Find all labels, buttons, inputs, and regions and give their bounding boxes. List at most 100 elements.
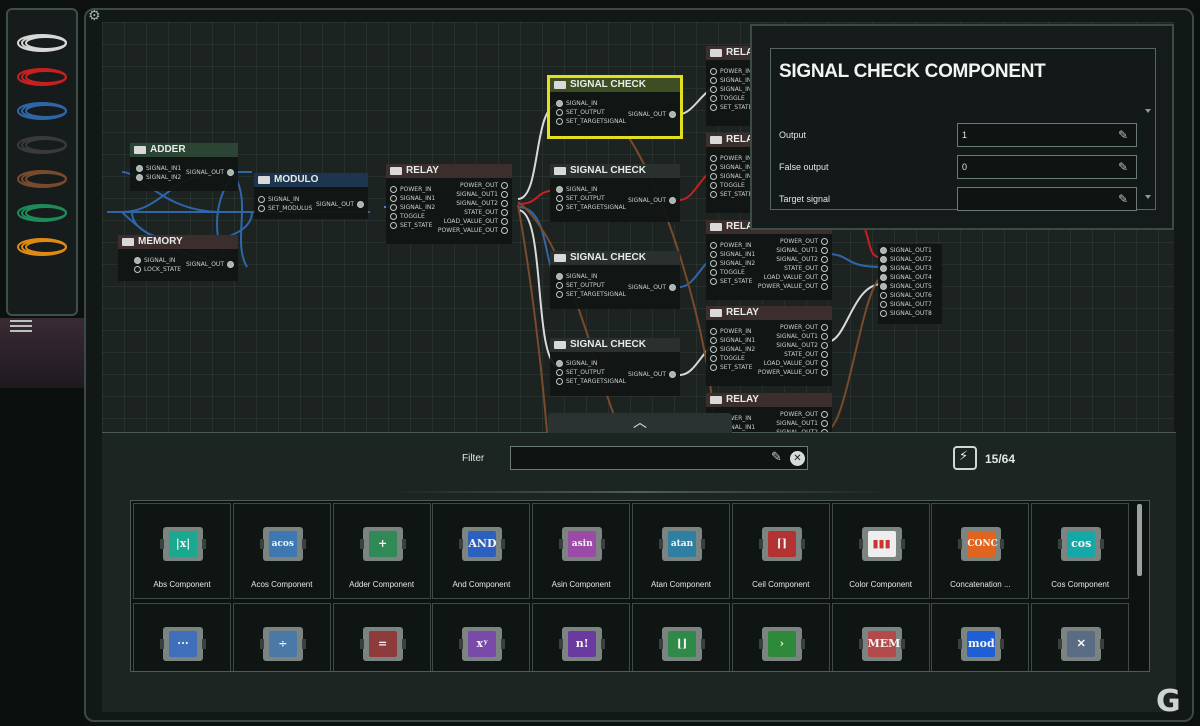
- signal-check-header[interactable]: SIGNAL CHECK: [550, 164, 680, 178]
- port-dot[interactable]: [556, 118, 563, 125]
- red-wire[interactable]: [12, 62, 72, 92]
- port-dot[interactable]: [821, 429, 828, 432]
- port-dot[interactable]: [710, 86, 717, 93]
- port-set-state[interactable]: SET_STATE: [710, 278, 752, 285]
- modulo-node-header[interactable]: MODULO: [254, 173, 368, 187]
- port-dot[interactable]: [880, 310, 887, 317]
- relay-node-header[interactable]: RELAY: [706, 393, 832, 407]
- port-signal-out2[interactable]: SIGNAL_OUT2: [456, 200, 508, 207]
- port-signal-out1[interactable]: SIGNAL_OUT1: [776, 420, 828, 427]
- port-dot[interactable]: [821, 360, 828, 367]
- port-dot[interactable]: [821, 265, 828, 272]
- port-dot[interactable]: [501, 218, 508, 225]
- port-dot[interactable]: [136, 165, 143, 172]
- port-signal-out5[interactable]: SIGNAL_OUT5: [880, 283, 932, 290]
- port-dot[interactable]: [501, 200, 508, 207]
- port-signal-out[interactable]: SIGNAL_OUT: [628, 371, 676, 378]
- port-signal-in2[interactable]: SIGNAL_IN2: [710, 86, 755, 93]
- port-signal-in2[interactable]: SIGNAL_IN2: [710, 346, 755, 353]
- port-dot[interactable]: [880, 274, 887, 281]
- port-state-out[interactable]: STATE_OUT: [784, 265, 828, 272]
- port-dot[interactable]: [390, 195, 397, 202]
- port-dot[interactable]: [556, 109, 563, 116]
- port-load-value-out[interactable]: LOAD_VALUE_OUT: [764, 360, 828, 367]
- port-dot[interactable]: [821, 324, 828, 331]
- port-signal-out2[interactable]: SIGNAL_OUT2: [776, 256, 828, 263]
- port-power-in[interactable]: POWER_IN: [710, 242, 752, 249]
- port-dot[interactable]: [821, 238, 828, 245]
- port-dot[interactable]: [556, 195, 563, 202]
- port-dot[interactable]: [556, 186, 563, 193]
- memory-node[interactable]: MEMORY SIGNAL_IN LOCK_STATE SIGNAL_OUT: [118, 235, 238, 281]
- port-state-out[interactable]: STATE_OUT: [464, 209, 508, 216]
- port-dot[interactable]: [390, 222, 397, 229]
- port-signal-out8[interactable]: SIGNAL_OUT8: [880, 310, 932, 317]
- port-dot[interactable]: [556, 378, 563, 385]
- port-set-targetsignal[interactable]: SET_TARGETSIGNAL: [556, 378, 626, 385]
- port-dot[interactable]: [880, 247, 887, 254]
- port-dot[interactable]: [821, 420, 828, 427]
- port-signal-in2[interactable]: SIGNAL_IN2: [390, 204, 435, 211]
- output-field[interactable]: 1✎: [957, 123, 1137, 147]
- port-dot[interactable]: [501, 191, 508, 198]
- port-signal-out[interactable]: SIGNAL_OUT: [316, 201, 364, 208]
- port-signal-out[interactable]: SIGNAL_OUT: [628, 197, 676, 204]
- port-signal-out1[interactable]: SIGNAL_OUT1: [456, 191, 508, 198]
- port-set-state[interactable]: SET_STATE: [710, 364, 752, 371]
- port-dot[interactable]: [710, 346, 717, 353]
- port-signal-in1[interactable]: SIGNAL_IN1: [710, 337, 755, 344]
- component-tile[interactable]: n!: [532, 603, 631, 671]
- component-tile[interactable]: |x|Abs Component: [133, 503, 231, 599]
- menu-icon[interactable]: [10, 320, 32, 332]
- port-dot[interactable]: [710, 364, 717, 371]
- port-dot[interactable]: [710, 251, 717, 258]
- port-dot[interactable]: [710, 191, 717, 198]
- port-dot[interactable]: [710, 182, 717, 189]
- port-dot[interactable]: [821, 411, 828, 418]
- black-wire[interactable]: [12, 130, 72, 160]
- port-dot[interactable]: [556, 273, 563, 280]
- component-tile[interactable]: ▮▮▮Color Component: [831, 503, 930, 599]
- port-set-output[interactable]: SET_OUTPUT: [556, 282, 605, 289]
- port-signal-in1[interactable]: SIGNAL_IN1: [390, 195, 435, 202]
- port-dot[interactable]: [710, 278, 717, 285]
- modulo-node[interactable]: MODULO SIGNAL_IN SET_MODULUS SIGNAL_OUT: [254, 173, 368, 219]
- port-power-in[interactable]: POWER_IN: [710, 68, 752, 75]
- port-load-value-out[interactable]: LOAD_VALUE_OUT: [444, 218, 508, 225]
- port-dot[interactable]: [390, 186, 397, 193]
- signal-check-header[interactable]: SIGNAL CHECK: [550, 78, 680, 92]
- port-signal-out[interactable]: SIGNAL_OUT: [186, 261, 234, 268]
- port-dot[interactable]: [710, 104, 717, 111]
- filter-input[interactable]: [510, 446, 808, 470]
- port-signal-out[interactable]: SIGNAL_OUT: [186, 169, 234, 176]
- port-signal-out[interactable]: SIGNAL_OUT: [628, 111, 676, 118]
- port-power-value-out[interactable]: POWER_VALUE_OUT: [438, 227, 508, 234]
- port-dot[interactable]: [134, 257, 141, 264]
- port-signal-in[interactable]: SIGNAL_IN: [134, 257, 175, 264]
- signal-check-header[interactable]: SIGNAL CHECK: [550, 251, 680, 265]
- port-power-out[interactable]: POWER_OUT: [460, 182, 508, 189]
- port-dot[interactable]: [669, 284, 676, 291]
- port-set-targetsignal[interactable]: SET_TARGETSIGNAL: [556, 118, 626, 125]
- port-dot[interactable]: [821, 283, 828, 290]
- port-set-targetsignal[interactable]: SET_TARGETSIGNAL: [556, 291, 626, 298]
- port-dot[interactable]: [501, 209, 508, 216]
- port-signal-out1[interactable]: SIGNAL_OUT1: [776, 247, 828, 254]
- port-signal-out[interactable]: SIGNAL_OUT: [628, 284, 676, 291]
- port-signal-in1[interactable]: SIGNAL_IN1: [710, 77, 755, 84]
- component-tile[interactable]: =: [332, 603, 431, 671]
- port-dot[interactable]: [710, 355, 717, 362]
- properties-scrollbar[interactable]: [1145, 109, 1151, 199]
- blue-wire[interactable]: [12, 96, 72, 126]
- port-set-state[interactable]: SET_STATE: [710, 104, 752, 111]
- component-tile[interactable]: ⌈⌉Ceil Component: [731, 503, 830, 599]
- port-dot[interactable]: [556, 369, 563, 376]
- orange-wire[interactable]: [12, 232, 72, 262]
